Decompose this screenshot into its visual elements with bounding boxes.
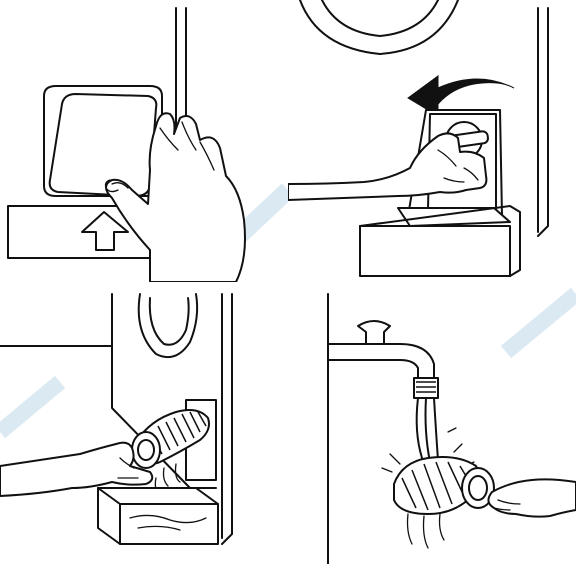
cabinet-side: [538, 8, 548, 236]
water-stream: [417, 398, 438, 462]
tap-handle: [358, 321, 390, 344]
filter-cap: [132, 432, 160, 468]
watermark-stripe-4: [506, 294, 576, 352]
step-2-unscrew-filter-panel: [288, 0, 576, 282]
step-2-illustration: [288, 0, 576, 282]
drain-tray: [360, 226, 510, 276]
hand-step-4: [488, 479, 576, 516]
porthole-inner: [322, 0, 438, 36]
step-3-remove-filter-panel: [0, 282, 288, 564]
hand-step-2: [288, 133, 486, 200]
water-drips-4: [408, 514, 445, 548]
open-flap: [398, 208, 510, 226]
step-3-illustration: [0, 282, 288, 564]
arrow-up-icon: [82, 212, 128, 250]
tap-nozzle: [414, 378, 438, 398]
step-1-open-flap-panel: [0, 0, 288, 282]
cabinet-side-3: [222, 294, 232, 544]
step-1-illustration: [0, 0, 288, 282]
step-4-illustration: [288, 282, 576, 564]
tap-spout: [328, 344, 434, 380]
flap-door: [50, 94, 157, 196]
watermark-stripe-3: [0, 382, 60, 432]
porthole-3-inner: [150, 298, 189, 345]
step-4-rinse-filter-panel: [288, 282, 576, 564]
